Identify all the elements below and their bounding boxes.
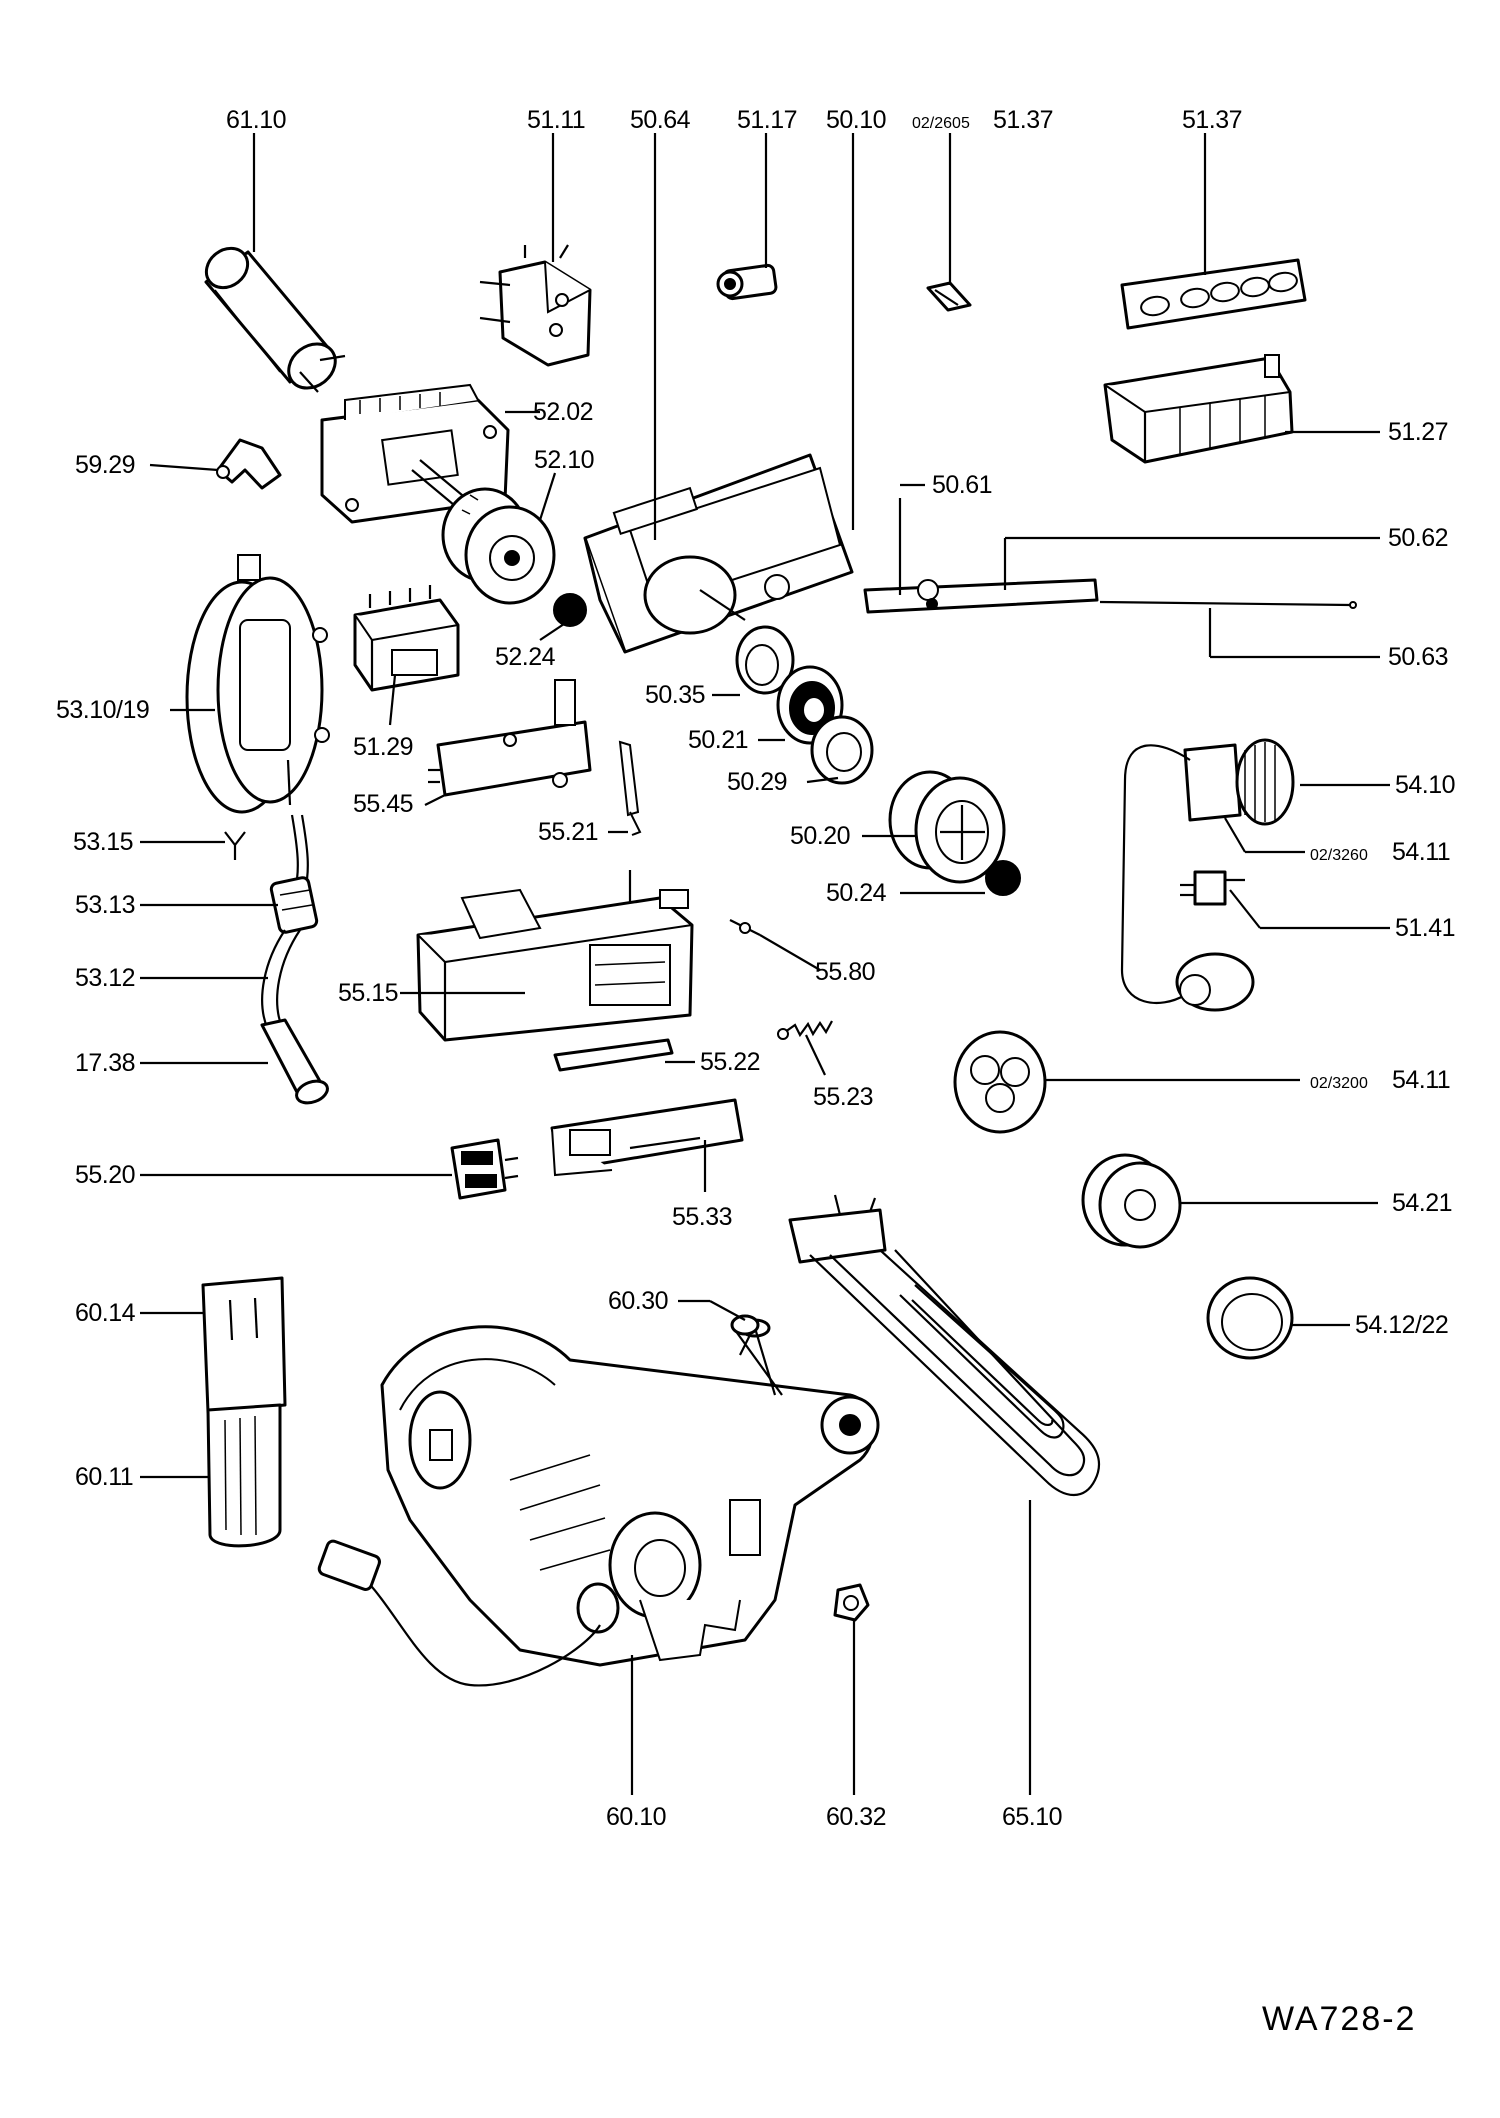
callout-54-11-lower: 54.11: [1392, 1066, 1450, 1094]
part-dispenser-55-15: [416, 870, 694, 1042]
part-plug-51-41: [1180, 870, 1245, 906]
callout-65-10: 65.10: [1002, 1803, 1062, 1831]
callout-55-20: 55.20: [75, 1161, 135, 1189]
callout-50-63: 50.63: [1388, 643, 1448, 671]
part-programmer-knob-52-10: [411, 459, 556, 605]
figure-reference-code: WA728-2: [1262, 2000, 1416, 2038]
callout-51-17: 51.17: [737, 106, 797, 134]
callout-55-21: 55.21: [538, 818, 598, 846]
callout-53-12: 53.12: [75, 964, 135, 992]
part-thermostat-knob-54-11: [953, 1030, 1047, 1134]
part-spring-55-23: [777, 1020, 833, 1040]
callout-52-02: 52.02: [533, 398, 593, 426]
part-cap-50-24: [985, 860, 1021, 896]
part-drawer-55-33: [550, 1098, 744, 1177]
callout-55-45: 55.45: [353, 790, 413, 818]
part-knob-ring-50-35: [735, 625, 795, 695]
part-thermostat-54-10: [1120, 738, 1295, 1005]
part-clip-51-17: [716, 263, 778, 301]
part-hose-53-12: [260, 814, 329, 1105]
part-knob-50-21: [776, 665, 844, 745]
callout-50-21: 50.21: [688, 726, 748, 754]
part-cable-clip-59-29: [216, 438, 282, 490]
part-rod-55-22: [553, 1038, 674, 1072]
callout-51-11: 51.11: [527, 106, 585, 134]
callout-55-80: 55.80: [815, 958, 875, 986]
callout-60-32: 60.32: [826, 1803, 886, 1831]
part-dial-50-20: [888, 770, 1006, 884]
callout-60-11: 60.11: [75, 1463, 133, 1491]
callout-55-23: 55.23: [813, 1083, 873, 1111]
part-clip-53-15: [224, 831, 246, 860]
callout-50-20: 50.20: [790, 822, 850, 850]
part-thermostat-bulb: [1175, 952, 1255, 1012]
callout-54-11-upper: 54.11: [1392, 838, 1450, 866]
callout-60-14: 60.14: [75, 1299, 136, 1327]
callout-51-41: 51.41: [1395, 914, 1455, 942]
callout-50-64: 50.64: [630, 106, 691, 134]
part-switch-55-20: [450, 1138, 519, 1200]
callout-50-35: 50.35: [645, 681, 705, 709]
part-motor-60-10: [317, 1318, 880, 1687]
part-bracket-55-21: [618, 740, 642, 836]
callout-55-22: 55.22: [700, 1048, 760, 1076]
leader-lines: [140, 133, 1390, 1795]
part-fuse-51-37: [926, 281, 972, 312]
callout-54-11-upper-prefix: 02/3260: [1310, 847, 1368, 864]
callout-51-37-prefix: 02/2605: [912, 115, 970, 132]
part-dial-ring-50-29: [810, 715, 874, 785]
part-control-panel-50-10: [583, 453, 854, 654]
callout-labels: 61.10 51.11 50.64 51.17 50.10 02/2605 51…: [56, 106, 1456, 2038]
callout-55-15: 55.15: [338, 979, 398, 1007]
part-shaft-60-30: [730, 1314, 783, 1396]
callout-53-15: 53.15: [73, 828, 133, 856]
part-motor-capacitor-60-11: [201, 1276, 287, 1548]
callout-50-29: 50.29: [727, 768, 787, 796]
callout-61-10: 61.10: [226, 106, 286, 134]
part-heating-element-65-10: [788, 1194, 1101, 1496]
part-lamp-strip-51-37: [1120, 258, 1307, 330]
callout-52-10: 52.10: [534, 446, 594, 474]
part-switch-55-45: [428, 679, 592, 797]
part-nut-60-32: [833, 1583, 870, 1622]
part-ring-54-12: [1206, 1276, 1294, 1360]
callout-51-29: 51.29: [353, 733, 413, 761]
part-relay-51-29: [353, 585, 460, 692]
callout-54-10: 54.10: [1395, 771, 1455, 799]
part-pressure-switch-53-10: [185, 554, 330, 814]
callout-60-10: 60.10: [606, 1803, 666, 1831]
callout-54-11-lower-prefix: 02/3200: [1310, 1075, 1368, 1092]
callout-60-30: 60.30: [608, 1287, 668, 1315]
callout-50-62: 50.62: [1388, 524, 1448, 552]
part-lamp-housing-51-27: [1103, 354, 1294, 464]
part-capacitor-61-10: [204, 246, 346, 393]
callout-51-37-fuse: 51.37: [993, 106, 1053, 134]
callout-54-12-22: 54.12/22: [1355, 1311, 1448, 1339]
part-button-bar-50-61-50-62: [863, 498, 1357, 614]
part-knob-54-21: [1081, 1153, 1182, 1249]
callout-51-27: 51.27: [1388, 418, 1448, 446]
callout-17-38: 17.38: [75, 1049, 135, 1077]
callout-52-24: 52.24: [495, 643, 556, 671]
callout-55-33: 55.33: [672, 1203, 732, 1231]
callout-54-21: 54.21: [1392, 1189, 1452, 1217]
callout-50-10: 50.10: [826, 106, 886, 134]
callout-53-10-19: 53.10/19: [56, 696, 149, 724]
callout-53-13: 53.13: [75, 891, 135, 919]
callout-50-24: 50.24: [826, 879, 887, 907]
part-knob-cap-52-24: [553, 593, 587, 627]
callout-51-37: 51.37: [1182, 106, 1242, 134]
part-terminal-block-51-11: [479, 244, 592, 367]
callout-50-61: 50.61: [932, 471, 992, 499]
callout-59-29: 59.29: [75, 451, 135, 479]
part-spring-55-80: [729, 919, 761, 936]
